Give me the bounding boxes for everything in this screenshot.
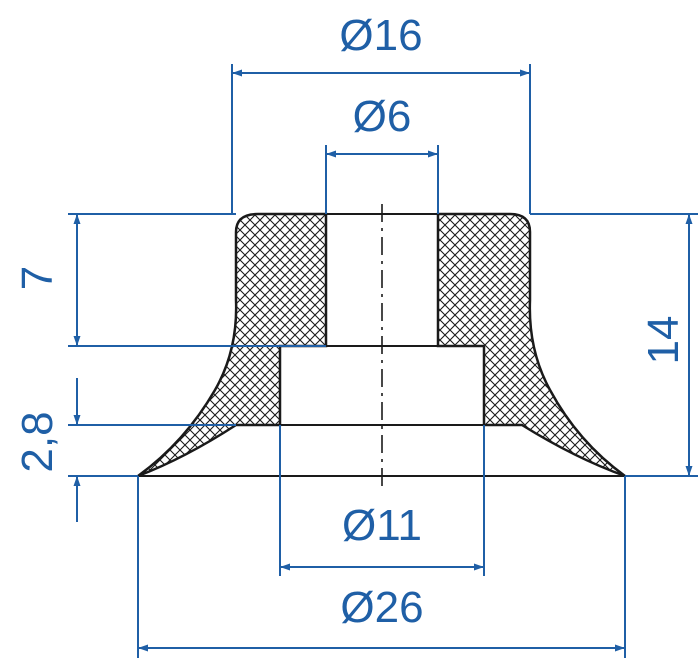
part-section (137, 204, 626, 486)
dim-label-d26: Ø26 (340, 583, 423, 632)
dim-label-d6: Ø6 (353, 92, 412, 141)
dim-label-h14: 14 (639, 316, 688, 365)
dim-label-h7: 7 (13, 266, 62, 290)
dim-label-d16: Ø16 (339, 11, 422, 60)
dim-label-h28: 2,8 (13, 411, 62, 472)
dim-label-d11: Ø11 (342, 501, 422, 550)
dimensions: Ø16 Ø6 Ø11 Ø26 7 2,8 14 (13, 11, 698, 658)
